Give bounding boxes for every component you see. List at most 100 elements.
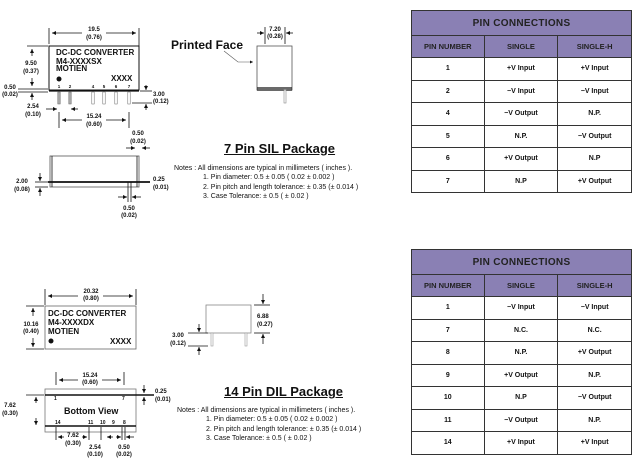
table-cell: −V Output [557, 124, 632, 148]
dil-pinw-in: (0.02) [116, 452, 132, 458]
dil-lead-in: (0.01) [155, 397, 171, 403]
dil-notes-intro: Notes : All dimensions are typical in mi… [177, 407, 356, 414]
dil-gap-dim: 7.62 [67, 433, 79, 439]
table-row: 14+V Input+V Input [411, 431, 632, 455]
table-cell: N.P. [483, 124, 559, 148]
sil-module-line3: MOTIEN [56, 64, 87, 73]
dil-pinw-dim: 0.50 [118, 445, 130, 451]
sil-depth-dim: 7.20 [269, 27, 281, 33]
sil-pin [68, 91, 72, 105]
sil-lead-in: (0.01) [153, 185, 169, 191]
sil-pin-label: 1 [58, 84, 61, 89]
dil-height-in: (0.40) [23, 329, 39, 335]
sil-notes-intro: Notes : All dimensions are typical in mi… [174, 165, 353, 172]
sil-standoff-in: (0.02) [2, 92, 18, 98]
dil-pin1-marker [48, 338, 54, 344]
table-cell: +V Input [483, 431, 559, 455]
column-header: SINGLE-H [557, 35, 632, 58]
dil-width-in: (0.80) [83, 296, 99, 302]
dil-note-2: 2. Pin pitch and length tolerance: ± 0.3… [206, 425, 362, 433]
table-cell: N.P [557, 147, 632, 171]
sil-pin [102, 91, 106, 105]
sil-lead-dim: 0.25 [153, 177, 165, 183]
sil-pin-label: 5 [103, 84, 106, 89]
table-cell: N.P. [557, 363, 632, 387]
sil-front-view: 19.5 (0.76) 9.50 (0.37) 0.50 (0.02) DC-D… [2, 27, 169, 128]
sil-pin [114, 91, 118, 105]
table-cell: 14 [411, 431, 485, 455]
dil-pinlen-dim: 3.00 [172, 333, 184, 339]
table-cell: −V Output [483, 102, 559, 126]
dil-bottom-pin-label: 10 [100, 420, 106, 426]
column-header: PIN NUMBER [411, 35, 485, 58]
sil-pitch-dim: 2.54 [27, 104, 39, 110]
table-cell: −V Input [483, 79, 559, 103]
sil-module-line1: DC-DC CONVERTER [56, 48, 134, 57]
table-cell: +V Input [557, 57, 632, 81]
table-cell: N.P [483, 386, 559, 410]
dil-pitch-dim: 2.54 [89, 445, 101, 451]
table-cell: +V Output [483, 363, 559, 387]
column-header: SINGLE-H [557, 274, 632, 297]
sil-note-2: 2. Pin pitch and length tolerance: ± 0.3… [203, 183, 359, 191]
sil-notes: Notes : All dimensions are typical in mi… [174, 164, 358, 202]
sil-height-in: (0.37) [23, 69, 39, 75]
table-row: 1−V Input−V Input [411, 296, 632, 320]
table-cell: N.P [483, 169, 559, 193]
dil-bodyh-dim: 6.88 [257, 314, 269, 320]
table-cell: +V Output [557, 169, 632, 193]
printed-face-label: Printed Face [171, 38, 243, 52]
sil-pinw2-in: (0.02) [121, 213, 137, 219]
dil-bottom-pin-label: 9 [112, 420, 115, 426]
sil-pin-label: 4 [92, 84, 95, 89]
dil-bottom-pin-label: 14 [55, 420, 61, 426]
dil-date-code: XXXX [110, 337, 132, 346]
table-cell: 11 [411, 408, 485, 432]
sil-pin-label: 6 [115, 84, 118, 89]
sil-pinlen-in: (0.12) [153, 99, 169, 105]
table-cell: −V Input [557, 296, 632, 320]
dil-notes: Notes : All dimensions are typical in mi… [177, 406, 361, 444]
sil-span-in: (0.60) [86, 122, 102, 128]
sil-width-in: (0.76) [86, 35, 102, 41]
dil-package-title: 14 Pin DIL Package [224, 384, 343, 399]
table-cell: 10 [411, 386, 485, 410]
sil-package-title: 7 Pin SIL Package [224, 141, 336, 156]
table-cell: 1 [411, 57, 485, 81]
sil-span-dim: 15.24 [86, 114, 102, 120]
dil-span-in: (0.60) [82, 380, 98, 386]
table-cell: −V Output [557, 386, 632, 410]
table-cell: +V Output [557, 341, 632, 365]
dil-row-dim: 7.62 [4, 403, 16, 409]
sil-sideh-dim: 2.00 [16, 179, 28, 185]
table-cell: 2 [411, 79, 485, 103]
table-cell: −V Input [557, 79, 632, 103]
sil-pin [91, 91, 95, 105]
sil-width-dim: 19.5 [88, 27, 100, 33]
dil-top-pin-7: 7 [122, 396, 125, 402]
table-cell: 9 [411, 363, 485, 387]
table-cell: N.C. [483, 318, 559, 342]
sil-pitch-in: (0.10) [25, 112, 41, 118]
sil-pinw2-dim: 0.50 [123, 206, 135, 212]
dil-row-in: (0.30) [2, 411, 18, 417]
table-cell: 1 [411, 296, 485, 320]
sil-sideh-in: (0.08) [14, 187, 30, 193]
dil-gap-in: (0.30) [65, 441, 81, 447]
dil-lead-dim: 0.25 [155, 389, 167, 395]
table-cell: N.P. [483, 341, 559, 365]
column-header: SINGLE [483, 35, 559, 58]
pin1-marker [56, 76, 62, 82]
dil-pitch-in: (0.10) [87, 452, 103, 458]
table-title: PIN CONNECTIONS [411, 10, 632, 36]
dil-module-line2: M4-XXXXDX [48, 318, 95, 327]
bottom-view-label: Bottom View [64, 406, 119, 416]
table-row: 2−V Input−V Input [411, 79, 632, 103]
table-cell: +V Output [483, 147, 559, 171]
